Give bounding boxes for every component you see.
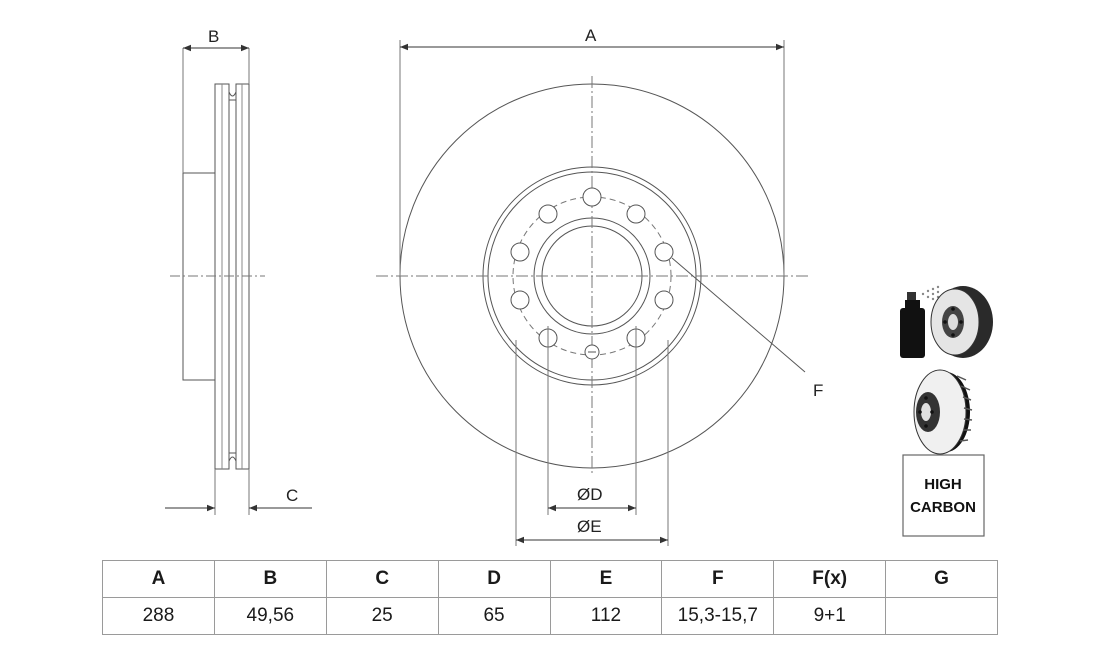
bolt-hole: [510, 242, 530, 262]
header-a: A: [102, 560, 215, 598]
value-b: 49,56: [213, 597, 327, 635]
label-d: ØD: [577, 485, 603, 504]
bolt-hole: [654, 242, 674, 262]
header-e: E: [549, 560, 663, 598]
dimension-d: [547, 326, 637, 515]
front-view: [376, 76, 808, 476]
dimension-a: [399, 40, 785, 276]
value-d: 65: [437, 597, 551, 635]
bolt-hole: [626, 204, 646, 224]
value-e: 112: [549, 597, 663, 635]
specs-header-row: A B C D E F F(x) G: [102, 560, 998, 598]
coating-spray-icon: [900, 285, 993, 358]
value-c: 25: [325, 597, 439, 635]
header-d: D: [437, 560, 551, 598]
bolt-hole: [510, 290, 530, 310]
header-b: B: [213, 560, 327, 598]
header-c: C: [325, 560, 439, 598]
badge-line-1: HIGH: [924, 476, 962, 493]
label-c: C: [286, 486, 298, 505]
bolt-hole: [582, 187, 602, 207]
specs-value-row: 288 49,56 25 65 112 15,3-15,7 9+1: [102, 597, 998, 635]
bolt-holes: [510, 187, 674, 360]
header-fx: F(x): [773, 560, 887, 598]
header-g: G: [885, 560, 998, 598]
label-e: ØE: [577, 517, 602, 536]
dimension-b: [182, 44, 250, 173]
badge-line-2: CARBON: [910, 499, 976, 516]
high-carbon-badge: HIGH CARBON: [902, 454, 985, 537]
value-a: 288: [102, 597, 215, 635]
label-b: B: [208, 27, 219, 46]
dimension-e: [515, 340, 669, 546]
dimension-c: [165, 469, 312, 515]
label-f: F: [813, 381, 823, 400]
label-a: A: [585, 26, 597, 45]
bolt-hole: [538, 204, 558, 224]
value-f: 15,3-15,7: [661, 597, 775, 635]
bolt-hole: [654, 290, 674, 310]
side-view: [170, 83, 265, 470]
leader-f: [671, 257, 806, 373]
specs-table: A B C D E F F(x) G 288 49,56 25 65 112 1…: [102, 560, 998, 635]
value-fx: 9+1: [773, 597, 887, 635]
ventilated-disc-icon: [913, 369, 973, 455]
header-f: F: [661, 560, 775, 598]
value-g: [885, 597, 998, 635]
